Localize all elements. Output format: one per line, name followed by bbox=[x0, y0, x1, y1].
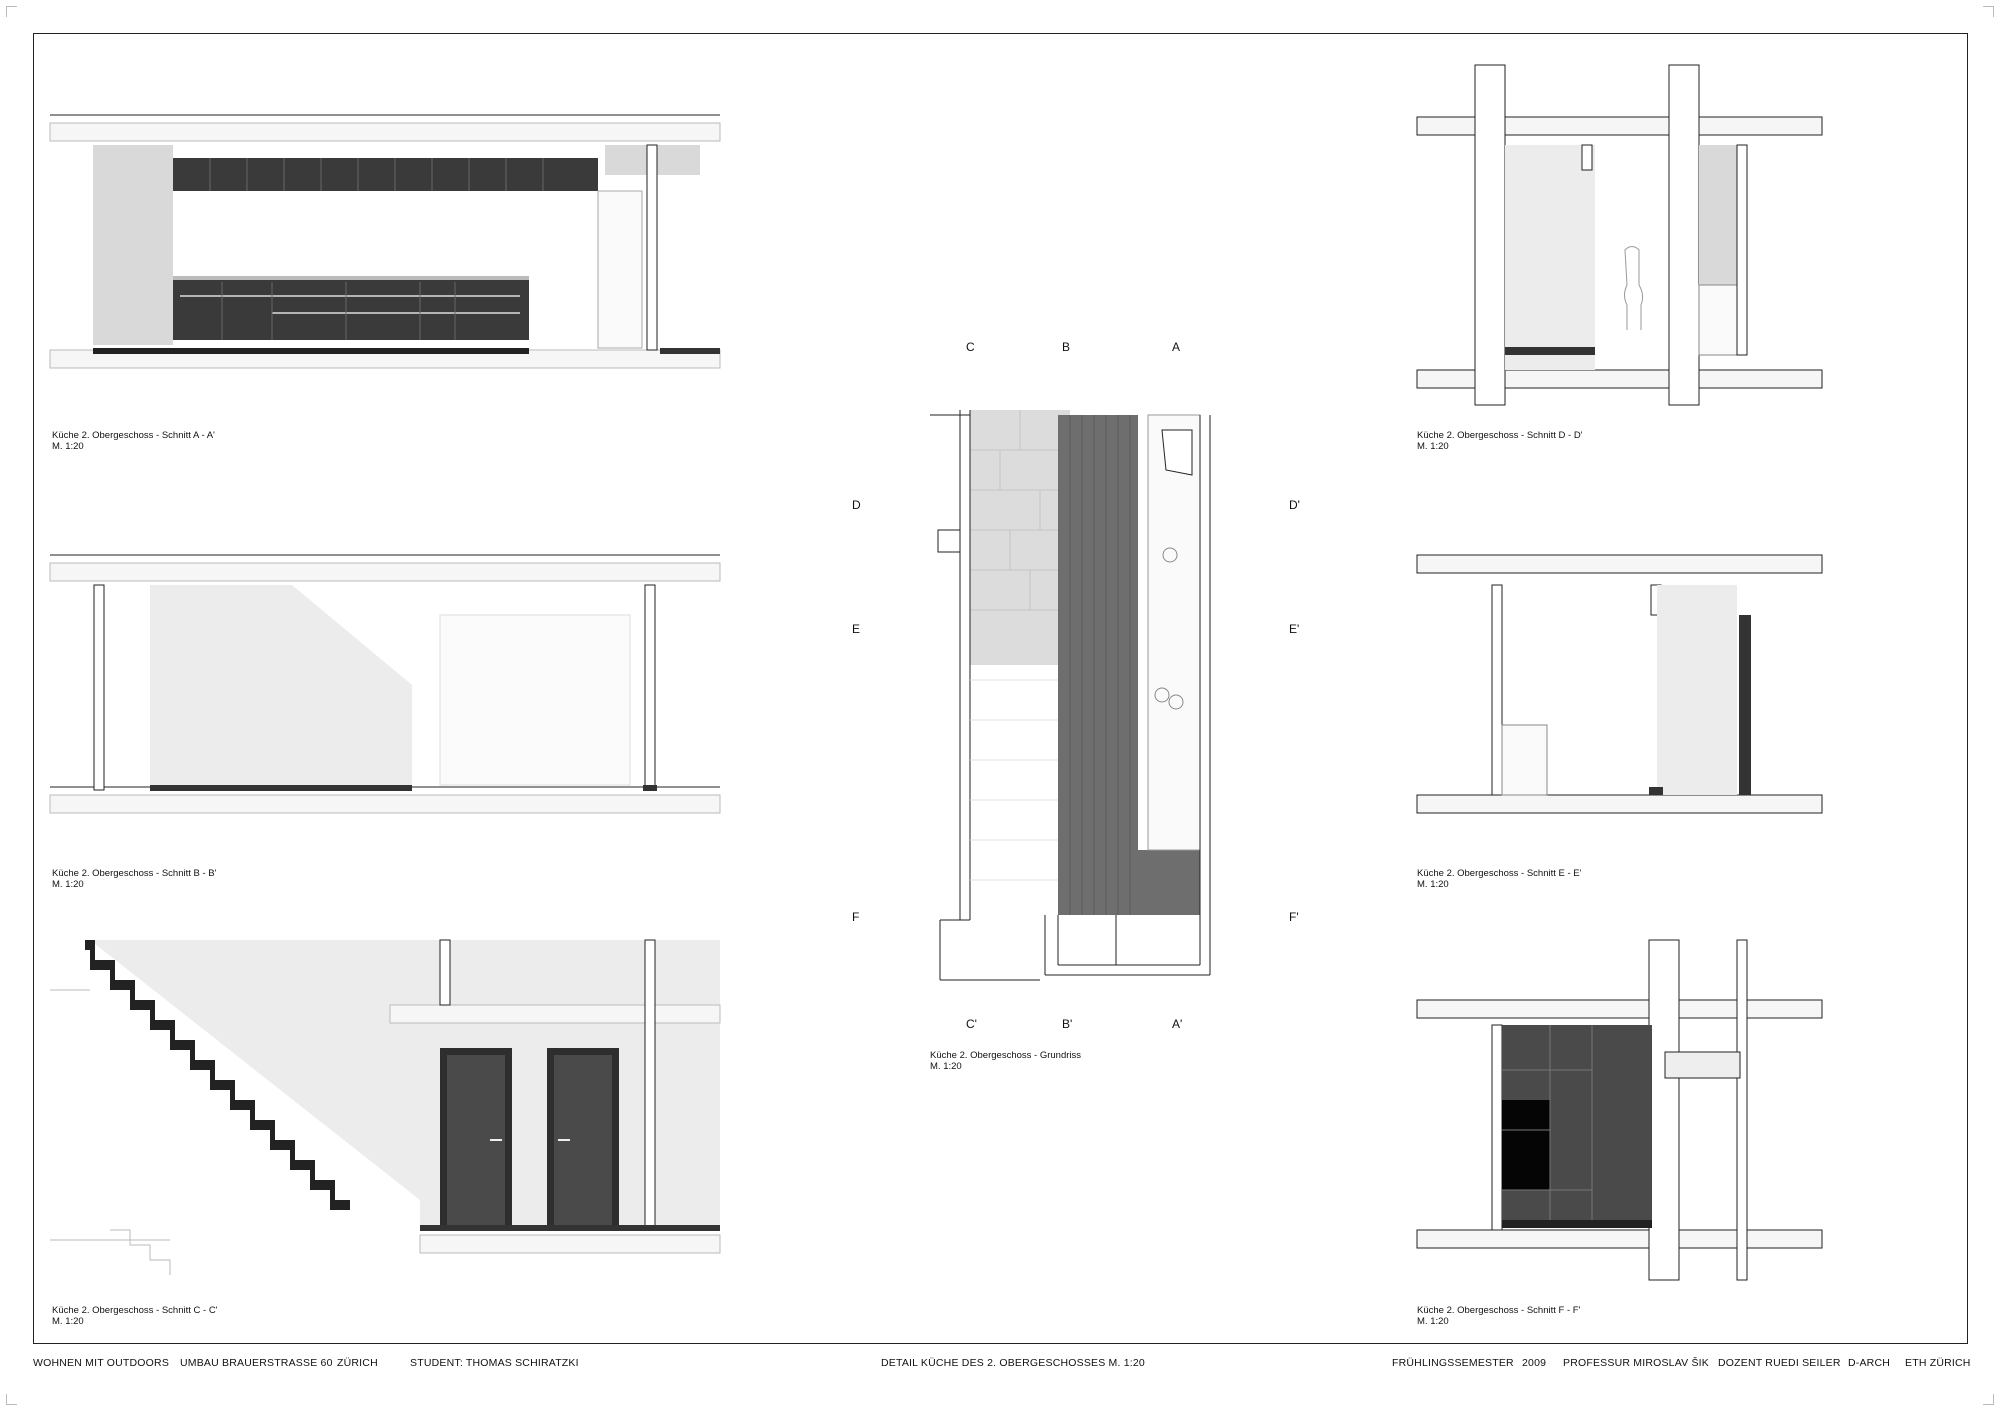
section-e-title: Küche 2. Obergeschoss - Schnitt E - E' bbox=[1417, 868, 1582, 879]
section-c-title: Küche 2. Obergeschoss - Schnitt C - C' bbox=[52, 1305, 218, 1316]
footer-sheet-title: DETAIL KÜCHE DES 2. OBERGESCHOSSES M. 1:… bbox=[881, 1357, 1145, 1369]
section-a-scale: M. 1:20 bbox=[52, 441, 84, 452]
section-e-svg bbox=[1416, 554, 1823, 814]
section-d-scale: M. 1:20 bbox=[1417, 441, 1449, 452]
footer-year: 2009 bbox=[1522, 1357, 1547, 1369]
mark-right-f: F' bbox=[1289, 910, 1299, 924]
crop-mark-top-right bbox=[1983, 6, 1994, 17]
footer-professor: PROFESSUR MIROSLAV ŠIK bbox=[1563, 1357, 1709, 1369]
mark-left-f: F bbox=[852, 910, 860, 924]
section-b-drawing bbox=[49, 505, 721, 855]
footer-city: ZÜRICH bbox=[337, 1357, 378, 1369]
mark-top-a: A bbox=[1172, 340, 1181, 354]
mark-right-d: D' bbox=[1289, 498, 1300, 512]
mark-right-e: E' bbox=[1289, 622, 1300, 636]
footer-semester: FRÜHLINGSSEMESTER bbox=[1392, 1357, 1514, 1369]
plan-scale: M. 1:20 bbox=[930, 1061, 962, 1072]
crop-mark-top-left bbox=[6, 6, 17, 17]
section-e-caption: Küche 2. Obergeschoss - Schnitt E - E' M… bbox=[1417, 868, 1581, 890]
section-a-title: Küche 2. Obergeschoss - Schnitt A - A' bbox=[52, 430, 215, 441]
footer-subproject: UMBAU BRAUERSTRASSE 60 bbox=[180, 1357, 333, 1369]
section-d-title: Küche 2. Obergeschoss - Schnitt D - D' bbox=[1417, 430, 1583, 441]
plan-caption: Küche 2. Obergeschoss - Grundriss M. 1:2… bbox=[930, 1050, 1081, 1072]
plan-svg bbox=[930, 410, 1211, 981]
section-f-title: Küche 2. Obergeschoss - Schnitt F - F' bbox=[1417, 1305, 1581, 1316]
section-c-drawing bbox=[50, 939, 721, 1280]
section-d-svg bbox=[1416, 64, 1823, 406]
section-d-caption: Küche 2. Obergeschoss - Schnitt D - D' M… bbox=[1417, 430, 1583, 452]
section-b-caption: Küche 2. Obergeschoss - Schnitt B - B' M… bbox=[52, 868, 216, 890]
mark-left-d: D bbox=[852, 498, 861, 512]
footer-department: D-ARCH bbox=[1848, 1357, 1891, 1369]
crop-mark-bottom-left bbox=[6, 1394, 17, 1405]
section-a-caption: Küche 2. Obergeschoss - Schnitt A - A' M… bbox=[52, 430, 215, 452]
section-c-svg bbox=[50, 939, 721, 1275]
footer-lecturer: DOZENT RUEDI SEILER bbox=[1718, 1357, 1841, 1369]
mark-top-b: B bbox=[1062, 340, 1071, 354]
section-b-svg bbox=[49, 554, 721, 814]
mark-bottom-b: B' bbox=[1062, 1017, 1073, 1031]
crop-mark-bottom-right bbox=[1983, 1394, 1994, 1405]
mark-top-c: C bbox=[966, 340, 975, 354]
section-e-scale: M. 1:20 bbox=[1417, 879, 1449, 890]
sheet-frame bbox=[33, 33, 1968, 1344]
footer-student: STUDENT: THOMAS SCHIRATZKI bbox=[410, 1357, 579, 1369]
section-b-scale: M. 1:20 bbox=[52, 879, 84, 890]
section-c-caption: Küche 2. Obergeschoss - Schnitt C - C' M… bbox=[52, 1305, 218, 1327]
mark-bottom-c: C' bbox=[966, 1017, 977, 1031]
section-f-svg bbox=[1416, 939, 1823, 1281]
section-d-drawing bbox=[1416, 64, 1827, 425]
plan-title: Küche 2. Obergeschoss - Grundriss bbox=[930, 1050, 1082, 1061]
section-f-caption: Küche 2. Obergeschoss - Schnitt F - F' M… bbox=[1417, 1305, 1580, 1327]
plan-drawing bbox=[930, 380, 1230, 1000]
mark-left-e: E bbox=[852, 622, 861, 636]
section-c-scale: M. 1:20 bbox=[52, 1316, 84, 1327]
section-a-svg bbox=[49, 114, 721, 369]
section-a-drawing bbox=[49, 60, 721, 400]
section-b-title: Küche 2. Obergeschoss - Schnitt B - B' bbox=[52, 868, 217, 879]
section-f-scale: M. 1:20 bbox=[1417, 1316, 1449, 1327]
footer-project: WOHNEN MIT OUTDOORS bbox=[33, 1357, 170, 1369]
mark-bottom-a: A' bbox=[1172, 1017, 1183, 1031]
section-f-drawing bbox=[1416, 939, 1827, 1281]
section-e-drawing bbox=[1416, 505, 1827, 855]
footer-institution: ETH ZÜRICH bbox=[1905, 1357, 1971, 1369]
